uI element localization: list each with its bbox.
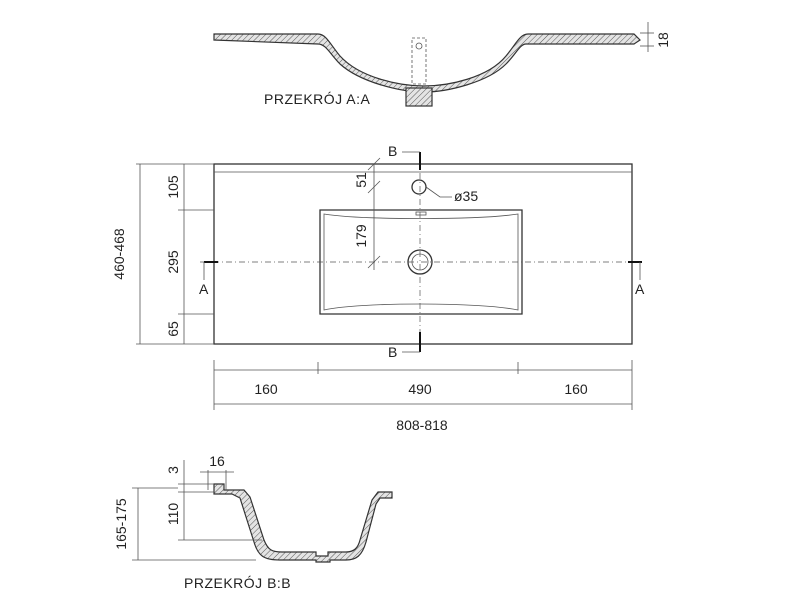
section-bb-title: PRZEKRÓJ B:B bbox=[184, 575, 291, 591]
plan-view: ø35 B B A A 105 295 65 460-468 bbox=[111, 143, 645, 433]
dim-inner-tick-top bbox=[367, 157, 381, 171]
dim-tap-hole: ø35 bbox=[454, 188, 478, 204]
dim-tap-offset: 51 bbox=[353, 172, 369, 188]
dim-left: 160 bbox=[254, 381, 278, 397]
plan-overflow bbox=[415, 211, 427, 216]
dim-bb-wall: 16 bbox=[209, 453, 225, 469]
dim-center: 490 bbox=[408, 381, 432, 397]
plan-tap-leader bbox=[425, 186, 452, 198]
section-aa-profile bbox=[213, 33, 641, 93]
cut-b-bottom-label: B bbox=[388, 344, 397, 360]
section-aa-tap-hole bbox=[411, 37, 427, 85]
plan-bowl bbox=[319, 209, 523, 315]
section-bb-view: 16 3 110 165-175 PRZEKRÓJ B:B bbox=[113, 453, 393, 591]
plan-countertop bbox=[213, 163, 633, 345]
section-aa-tap-center bbox=[415, 42, 423, 50]
dim-bb-height-total: 165-175 bbox=[113, 498, 129, 550]
dim-bb-lip: 3 bbox=[165, 466, 181, 474]
cut-a-left-label: A bbox=[199, 281, 209, 297]
section-aa-drain bbox=[405, 87, 433, 107]
dim-inner-tick-tap bbox=[367, 180, 381, 194]
plan-tap-hole bbox=[411, 179, 427, 195]
cut-a-right-label: A bbox=[635, 281, 645, 297]
dim-top: 105 bbox=[165, 175, 181, 199]
cut-b-top-label: B bbox=[388, 143, 397, 159]
dim-bowl-to-drain: 179 bbox=[353, 224, 369, 248]
dim-inner-tick-drain bbox=[367, 255, 381, 269]
section-bb-profile bbox=[213, 483, 393, 563]
section-aa-title: PRZEKRÓJ A:A bbox=[264, 91, 371, 107]
dim-right: 160 bbox=[564, 381, 588, 397]
dim-width-total: 808-818 bbox=[396, 417, 448, 433]
dim-middle: 295 bbox=[165, 250, 181, 274]
plan-bowl-inner bbox=[323, 213, 519, 311]
dim-aa-thickness: 18 bbox=[655, 32, 671, 48]
section-aa-view: 18 PRZEKRÓJ A:A bbox=[213, 22, 671, 107]
dim-depth-total: 460-468 bbox=[111, 228, 127, 280]
dim-bb-bowl-depth: 110 bbox=[165, 503, 181, 526]
dim-bottom: 65 bbox=[165, 321, 181, 337]
